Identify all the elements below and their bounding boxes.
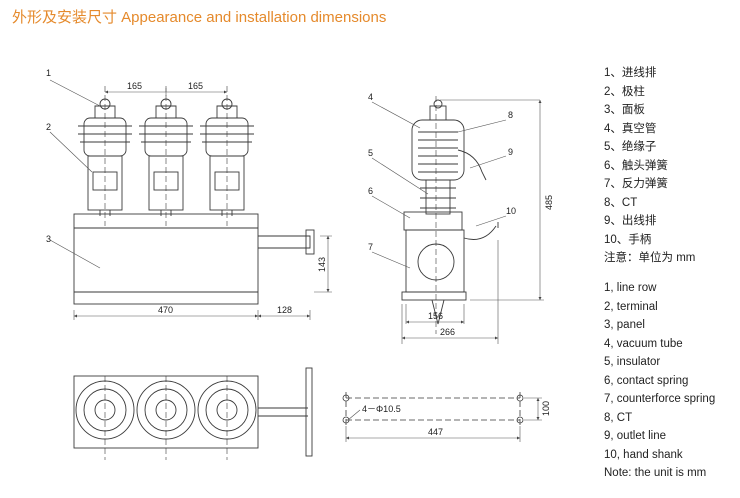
front-frame bbox=[73, 213, 259, 305]
mount-plan bbox=[342, 392, 542, 442]
legend-item: 6、触头弹簧 bbox=[604, 159, 668, 172]
legend-item: 7、反力弹簧 bbox=[604, 178, 668, 190]
legend-item: 4, vacuum tube bbox=[604, 337, 683, 350]
callout-5: 5 bbox=[368, 148, 373, 158]
top-view bbox=[73, 367, 313, 460]
legend-item: 1, line row bbox=[604, 282, 657, 294]
callout-7: 7 bbox=[368, 242, 373, 252]
callout-9: 9 bbox=[508, 147, 513, 157]
callout-1: 1 bbox=[46, 68, 51, 78]
legend-chinese: 1、进线排 2、极柱 3、面板 4、真空管 5、绝缘子 6、触头弹簧 7、反力弹… bbox=[604, 64, 695, 268]
dim-pitch-2: 165 bbox=[188, 81, 203, 91]
legend-item: 2, terminal bbox=[604, 300, 658, 313]
dim-side-base: 266 bbox=[440, 327, 455, 337]
vacuum-tube bbox=[411, 119, 465, 181]
page-title: 外形及安装尺寸 Appearance and installation dime… bbox=[12, 9, 387, 26]
legend-item: 4、真空管 bbox=[604, 122, 657, 135]
legend-english: 1, line row 2, terminal 3, panel 4, vacu… bbox=[604, 279, 715, 483]
legend-item: 7, counterforce spring bbox=[604, 393, 716, 405]
legend-item: 5、绝缘子 bbox=[604, 141, 657, 153]
dim-mount-depth: 100 bbox=[541, 401, 551, 416]
legend-item: 8、CT bbox=[604, 196, 638, 209]
legend-item: 1、进线排 bbox=[604, 67, 657, 79]
hand-shank bbox=[258, 235, 311, 249]
legend-item: 10, hand shank bbox=[604, 448, 683, 461]
callout-3: 3 bbox=[46, 234, 51, 244]
side-view bbox=[371, 96, 544, 344]
callout-4: 4 bbox=[368, 92, 373, 102]
legend-item: 6, contact spring bbox=[604, 374, 689, 387]
outlet-line bbox=[457, 149, 487, 181]
callout-8: 8 bbox=[508, 110, 513, 120]
dim-height: 143 bbox=[317, 257, 327, 272]
callout-6: 6 bbox=[368, 186, 373, 196]
callout-2: 2 bbox=[46, 122, 51, 132]
dim-pitch-1: 165 bbox=[127, 81, 142, 91]
front-view bbox=[49, 79, 332, 320]
callout-10: 10 bbox=[506, 206, 516, 216]
legend-item: 9、出线排 bbox=[604, 215, 657, 227]
legend-item: 3, panel bbox=[604, 319, 645, 331]
legend-item: 10、手柄 bbox=[604, 233, 652, 246]
dim-side-inner: 156 bbox=[428, 311, 443, 321]
dim-holes: 4－Φ10.5 bbox=[362, 404, 401, 414]
legend-item: 9, outlet line bbox=[604, 430, 667, 442]
legend-item: 8, CT bbox=[604, 411, 633, 424]
legend-note: 注意：单位为 mm bbox=[604, 252, 696, 264]
dim-handle: 128 bbox=[277, 305, 292, 315]
dim-mount-width: 447 bbox=[428, 427, 443, 437]
dim-side-height: 485 bbox=[544, 195, 554, 210]
dim-width: 470 bbox=[158, 305, 173, 315]
legend-item: 2、极柱 bbox=[604, 85, 645, 98]
legend-item: 5, insulator bbox=[604, 356, 661, 368]
legend-note: Note: the unit is mm bbox=[604, 467, 707, 479]
insulator bbox=[425, 179, 451, 215]
legend-item: 3、面板 bbox=[604, 104, 645, 116]
